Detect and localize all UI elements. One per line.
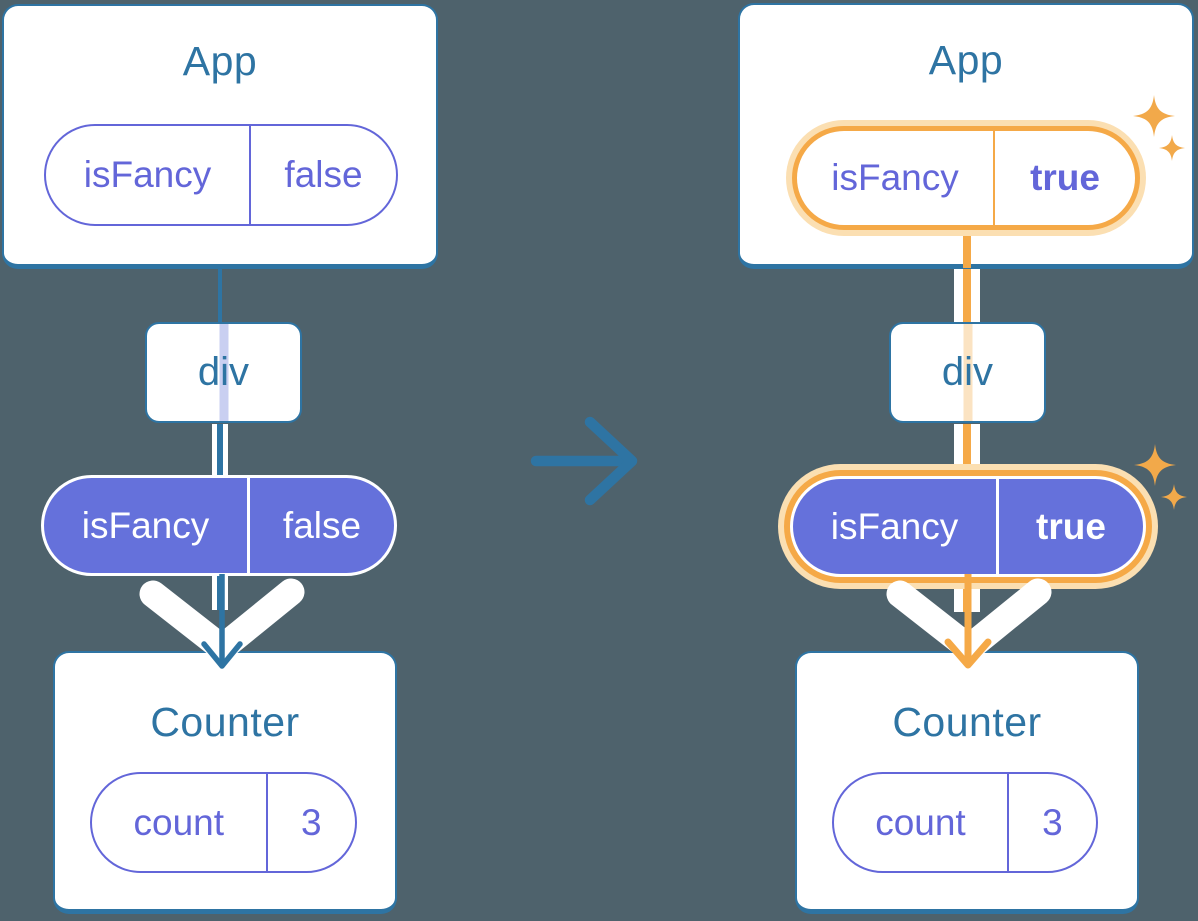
right-counter-title: Counter <box>892 699 1042 745</box>
left-passed-prop-pill: isFancy false <box>41 475 397 576</box>
right-div-prop-trace <box>963 324 972 421</box>
left-app-div-connector <box>218 266 222 324</box>
right-prop-flow-arrow-icon <box>944 574 992 669</box>
right-app-title: App <box>928 37 1004 83</box>
state-value: 3 <box>1006 774 1096 871</box>
state-value: 3 <box>265 774 355 871</box>
left-div-box: div <box>145 322 302 423</box>
right-app-prop-connector <box>963 230 971 268</box>
transition-arrow-icon <box>530 416 638 506</box>
left-prop-flow-arrow-icon <box>201 574 243 669</box>
left-app-prop-pill: isFancy false <box>44 124 398 226</box>
right-div-box: div <box>889 322 1046 423</box>
right-app-sparkles-icon <box>1133 95 1185 161</box>
right-passed-prop-pill: isFancy true <box>790 476 1146 577</box>
left-counter-title: Counter <box>150 699 300 745</box>
left-div-pill-pipe <box>212 424 228 477</box>
prop-value: false <box>247 478 394 573</box>
right-app-prop-pill: isFancy true <box>792 126 1140 230</box>
prop-name: isFancy <box>831 157 959 198</box>
prop-value: true <box>996 479 1143 574</box>
prop-name: isFancy <box>83 154 212 195</box>
left-state-pill: count 3 <box>90 772 357 873</box>
prop-value: false <box>249 126 396 224</box>
right-state-pill: count 3 <box>832 772 1098 873</box>
right-pill-sparkles-icon <box>1134 444 1187 510</box>
state-name: count <box>875 801 966 843</box>
left-div-label: div <box>197 350 250 394</box>
left-app-title: App <box>182 38 258 84</box>
prop-name: isFancy <box>830 505 959 547</box>
right-div-label: div <box>941 350 994 394</box>
prop-value: true <box>993 131 1135 225</box>
right-div-pill-pipe <box>954 424 980 478</box>
prop-name: isFancy <box>81 504 210 546</box>
right-app-div-pipe <box>954 266 980 324</box>
left-div-prop-trace <box>219 324 228 421</box>
state-name: count <box>133 801 225 843</box>
